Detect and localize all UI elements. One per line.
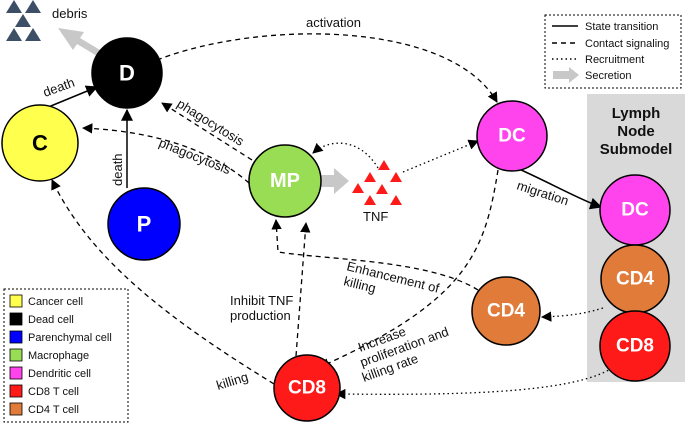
label-killing: killing bbox=[214, 369, 249, 393]
cell-legend-label-6: CD4 T cell bbox=[28, 404, 79, 416]
node-cd8-t-cell: CD8 bbox=[273, 354, 341, 422]
edge-tnf-to-dc bbox=[402, 139, 479, 173]
cell-legend-item: Cancer cell bbox=[9, 294, 83, 308]
label-phagocytosis-cancer: phagocytosis bbox=[157, 135, 233, 178]
label-inhibit-line-2: production bbox=[230, 308, 291, 323]
node-cd4-t-cell: CD4 bbox=[471, 276, 541, 346]
edge-phagocytosis-cancer bbox=[81, 123, 250, 184]
edge-legend-label-0: State transition bbox=[585, 21, 658, 33]
cell-legend-item: Dendritic cell bbox=[9, 366, 91, 380]
cell-legend-item: CD8 T cell bbox=[9, 384, 79, 398]
lymph-node-title-line-1: Lymph bbox=[612, 105, 661, 122]
cell-legend-item: Parenchymal cell bbox=[9, 330, 112, 344]
node-cancer-cell: C bbox=[1, 104, 79, 182]
edge-legend-label-3: Secretion bbox=[585, 70, 631, 82]
node-ln-cd4-t-cell: CD4 bbox=[600, 244, 670, 314]
edge-killing bbox=[51, 179, 275, 385]
cell-legend-item: Macrophage bbox=[9, 348, 89, 362]
cell-legend-label-5: CD8 T cell bbox=[28, 386, 79, 398]
label-migration: migration bbox=[515, 178, 570, 209]
edge-ln-cd4-recruitment bbox=[540, 307, 604, 322]
node-macrophage-label: MP bbox=[270, 170, 300, 192]
node-cd4-t-cell-label: CD4 bbox=[487, 301, 525, 322]
lymph-node-title-line-2: Node bbox=[617, 123, 655, 140]
cell-legend-label-3: Macrophage bbox=[28, 350, 89, 362]
node-cancer-cell-label: C bbox=[32, 131, 48, 156]
edge-legend-label-2: Recruitment bbox=[585, 54, 644, 66]
tnf-label: TNF bbox=[363, 209, 388, 224]
edge-death-cancer bbox=[45, 85, 99, 109]
cell-legend-item: Dead cell bbox=[9, 312, 74, 326]
edge-enhancement-killing bbox=[271, 218, 479, 291]
node-dead-cell-label: D bbox=[119, 61, 135, 86]
node-dendritic-cell-label: DC bbox=[498, 126, 526, 147]
label-death-parenchymal: death bbox=[110, 153, 125, 186]
label-inhibit-line-1: Inhibit TNF bbox=[230, 293, 293, 308]
secretion-legend-icon bbox=[553, 67, 579, 83]
secretion-arrow-tnf bbox=[320, 168, 349, 194]
cell-legend-label-1: Dead cell bbox=[28, 314, 74, 326]
cell-legend-label-4: Dendritic cell bbox=[28, 368, 91, 380]
cell-legend-label-2: Parenchymal cell bbox=[28, 332, 112, 344]
tnf-icon bbox=[352, 160, 402, 205]
edge-legend: State transition Contact signaling Recru… bbox=[544, 14, 682, 89]
label-death-cancer: death bbox=[41, 75, 77, 100]
label-phagocytosis-dead: phagocytosis bbox=[174, 96, 247, 149]
cell-legend-item: CD4 T cell bbox=[9, 402, 79, 416]
node-ln-cd4-t-cell-label: CD4 bbox=[616, 269, 654, 290]
node-dendritic-cell: DC bbox=[476, 100, 548, 172]
node-ln-dendritic-cell-label: DC bbox=[621, 200, 649, 221]
cell-legend: Cancer cell Dead cell Parenchymal cell M… bbox=[3, 288, 129, 423]
node-macrophage: MP bbox=[248, 144, 322, 218]
node-cd8-t-cell-label: CD8 bbox=[288, 378, 326, 399]
node-ln-cd8-t-cell-label: CD8 bbox=[616, 336, 654, 357]
debris-icon bbox=[6, 0, 41, 41]
node-parenchymal-cell-label: P bbox=[137, 212, 152, 237]
edge-ln-cd8-recruitment bbox=[334, 367, 613, 400]
edge-tnf-to-macrophage bbox=[312, 142, 379, 169]
lymph-node-title-line-3: Submodel bbox=[600, 141, 673, 158]
label-activation: activation bbox=[306, 15, 361, 30]
node-ln-dendritic-cell: DC bbox=[599, 174, 671, 246]
node-ln-cd8-t-cell: CD8 bbox=[599, 310, 671, 382]
node-parenchymal-cell: P bbox=[107, 187, 181, 261]
edge-legend-label-1: Contact signaling bbox=[585, 38, 669, 50]
edge-dc-to-cd8 bbox=[319, 169, 499, 368]
cell-legend-label-0: Cancer cell bbox=[28, 296, 83, 308]
node-dead-cell: D bbox=[91, 37, 163, 109]
secretion-arrow-debris bbox=[58, 28, 100, 56]
debris-label: debris bbox=[52, 6, 88, 21]
edge-activation bbox=[156, 33, 498, 103]
edge-inhibit-tnf bbox=[295, 221, 311, 357]
